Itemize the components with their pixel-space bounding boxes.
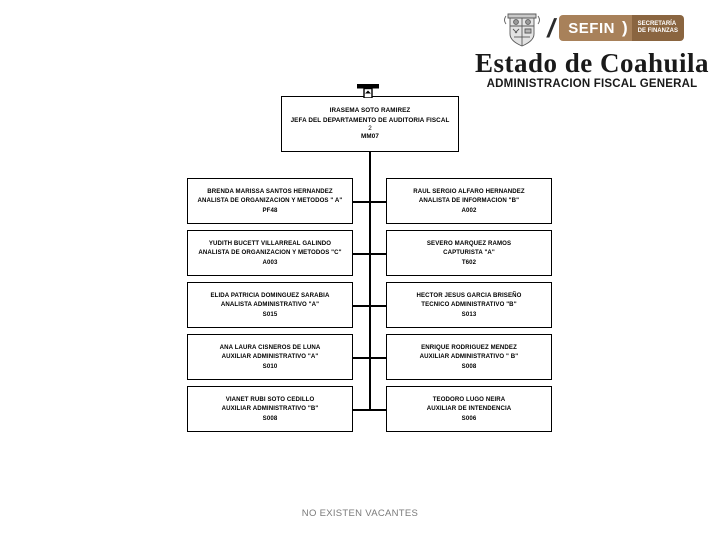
node-left-2-title: ANALISTA DE ORGANIZACION Y METODOS "C" [198, 249, 342, 257]
node-right-5-code: S006 [461, 414, 477, 422]
node-right-3-code: S013 [461, 310, 477, 318]
node-right-5[interactable]: TEODORO LUGO NEIRA AUXILIAR DE INTENDENC… [386, 386, 552, 432]
sefin-wordmark: SEFIN [559, 15, 622, 41]
connector-right-1 [369, 201, 387, 203]
node-root-number: 2 [368, 125, 372, 133]
node-root-name: IRASEMA SOTO RAMIREZ [329, 107, 411, 115]
node-right-1-name: RAUL SERGIO ALFARO HERNANDEZ [413, 188, 525, 196]
connector-spine [369, 152, 371, 410]
connector-right-2 [369, 253, 387, 255]
node-right-1-title: ANALISTA DE INFORMACION "B" [418, 197, 520, 205]
node-right-2[interactable]: SEVERO MARQUEZ RAMOS CAPTURISTA "A" T602 [386, 230, 552, 276]
node-root-code: MM07 [361, 133, 379, 141]
node-right-4-title: AUXILIAR ADMINISTRATIVO " B" [419, 353, 519, 361]
connector-left-4 [352, 357, 370, 359]
sefin-logo: SEFIN ) SECRETARÍA DE FINANZAS [559, 15, 684, 41]
node-right-4-code: S008 [461, 362, 477, 370]
node-left-5-title: AUXILIAR ADMINISTRATIVO "B" [221, 405, 319, 413]
node-left-2-code: A003 [262, 258, 278, 266]
node-left-3[interactable]: ELIDA PATRICIA DOMINGUEZ SARABIA ANALIST… [187, 282, 353, 328]
sefin-subtitle-line2: DE FINANZAS [637, 28, 678, 34]
node-left-4-title: AUXILIAR ADMINISTRATIVO "A" [221, 353, 319, 361]
node-left-5[interactable]: VIANET RUBI SOTO CEDILLO AUXILIAR ADMINI… [187, 386, 353, 432]
connector-left-5 [352, 409, 370, 411]
upward-connector-icon [357, 84, 379, 103]
node-left-5-name: VIANET RUBI SOTO CEDILLO [225, 396, 315, 404]
node-left-2-name: YUDITH BUCETT VILLARREAL GALINDO [208, 240, 332, 248]
node-right-1-code: A002 [461, 206, 477, 214]
node-root[interactable]: IRASEMA SOTO RAMIREZ JEFA DEL DEPARTAMEN… [281, 96, 459, 152]
state-title: Estado de Coahuila [474, 48, 710, 78]
node-right-1[interactable]: RAUL SERGIO ALFARO HERNANDEZ ANALISTA DE… [386, 178, 552, 224]
node-left-4-code: S010 [262, 362, 278, 370]
node-right-4[interactable]: ENRIQUE RODRIGUEZ MENDEZ AUXILIAR ADMINI… [386, 334, 552, 380]
node-left-3-code: S015 [262, 310, 278, 318]
node-left-3-name: ELIDA PATRICIA DOMINGUEZ SARABIA [210, 292, 330, 300]
sefin-subtitle: SECRETARÍA DE FINANZAS [631, 15, 684, 41]
node-right-4-name: ENRIQUE RODRIGUEZ MENDEZ [421, 344, 517, 352]
department-title: ADMINISTRACION FISCAL GENERAL [486, 78, 698, 91]
sefin-subtitle-line1: SECRETARÍA [637, 21, 677, 28]
node-left-5-code: S008 [262, 414, 278, 422]
connector-left-1 [352, 201, 370, 203]
vacancies-note: NO EXISTEN VACANTES [301, 508, 419, 519]
connector-right-4 [369, 357, 387, 359]
connector-right-3 [369, 305, 387, 307]
node-right-3[interactable]: HECTOR JESUS GARCIA BRISEÑO TECNICO ADMI… [386, 282, 552, 328]
logo-row: / SEFIN ) SECRETARÍA DE FINANZAS [472, 8, 712, 48]
connector-left-2 [352, 253, 370, 255]
node-right-5-title: AUXILIAR DE INTENDENCIA [426, 405, 512, 413]
node-left-4-name: ANA LAURA CISNEROS DE LUNA [219, 344, 321, 352]
node-left-1-name: BRENDA MARISSA SANTOS HERNANDEZ [207, 188, 333, 196]
node-left-1-title: ANALISTA DE ORGANIZACION Y METODOS " A" [197, 197, 343, 205]
institutional-header: / SEFIN ) SECRETARÍA DE FINANZAS Estado … [472, 8, 712, 90]
node-left-1[interactable]: BRENDA MARISSA SANTOS HERNANDEZ ANALISTA… [187, 178, 353, 224]
node-right-3-title: TECNICO ADMINISTRATIVO "B" [421, 301, 517, 309]
node-left-2[interactable]: YUDITH BUCETT VILLARREAL GALINDO ANALIST… [187, 230, 353, 276]
node-root-title: JEFA DEL DEPARTAMENTO DE AUDITORIA FISCA… [290, 116, 450, 124]
node-left-3-title: ANALISTA ADMINISTRATIVO "A" [220, 301, 320, 309]
sefin-paren-glyph: ) [621, 15, 632, 41]
node-left-4[interactable]: ANA LAURA CISNEROS DE LUNA AUXILIAR ADMI… [187, 334, 353, 380]
node-right-5-name: TEODORO LUGO NEIRA [432, 396, 506, 404]
coahuila-coat-of-arms-icon [500, 8, 544, 48]
node-right-3-name: HECTOR JESUS GARCIA BRISEÑO [416, 292, 522, 300]
node-left-1-code: PF48 [262, 206, 278, 214]
node-right-2-title: CAPTURISTA "A" [443, 249, 495, 257]
node-right-2-name: SEVERO MARQUEZ RAMOS [426, 240, 512, 248]
connector-right-5 [369, 409, 387, 411]
node-right-2-code: T602 [461, 258, 477, 266]
connector-left-3 [352, 305, 370, 307]
